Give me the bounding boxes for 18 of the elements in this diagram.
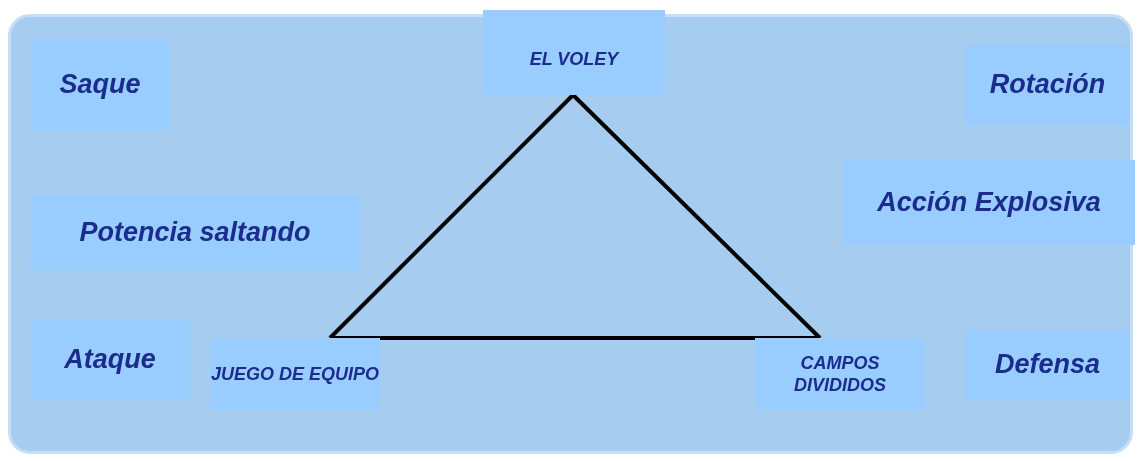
label-box	[483, 10, 665, 95]
label-text: Defensa	[994, 348, 1100, 382]
label-box	[210, 338, 380, 410]
label-box	[843, 160, 1135, 245]
label-text: JUEGO DE EQUIPO	[210, 362, 379, 386]
label-text: Potencia saltando	[79, 215, 311, 249]
label-box	[965, 330, 1130, 400]
label-box	[965, 45, 1130, 125]
label-text: Acción Explosiva	[877, 185, 1101, 219]
triangle-line	[571, 93, 822, 340]
triangle-line	[328, 93, 575, 340]
label-box	[755, 338, 925, 410]
triangle-line	[330, 336, 820, 340]
label-text: Rotación	[989, 68, 1106, 102]
label-text: Ataque	[64, 343, 156, 377]
label-text: CAMPOS DIVIDIDOS	[793, 351, 887, 397]
label-text: EL VOLEY	[529, 48, 619, 71]
label-text: Saque	[59, 68, 141, 102]
